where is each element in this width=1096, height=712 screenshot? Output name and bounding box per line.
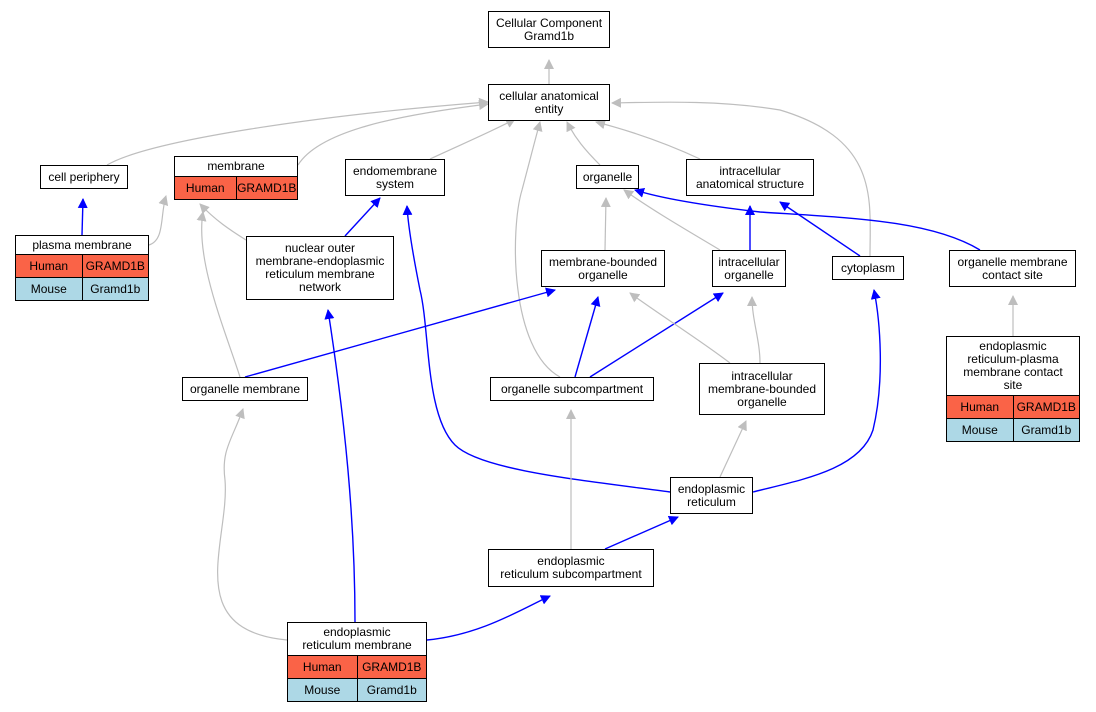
node-er-plasma-membrane-contact-site[interactable]: endoplasmic reticulum-plasma membrane co… xyxy=(946,336,1080,442)
node-title: membrane-bounded organelle xyxy=(548,254,658,282)
node-plasma-membrane[interactable]: plasma membrane Human GRAMD1B Mouse Gram… xyxy=(15,235,149,301)
node-organelle[interactable]: organelle xyxy=(576,165,639,189)
node-title: plasma membrane xyxy=(32,237,132,252)
node-membrane-bounded-organelle[interactable]: membrane-bounded organelle xyxy=(541,250,665,287)
node-organelle-membrane[interactable]: organelle membrane xyxy=(182,377,308,401)
node-title: organelle membrane xyxy=(189,381,301,396)
part-of-edge-er_subcomp-to-er xyxy=(604,516,679,550)
node-cell-periphery[interactable]: cell periphery xyxy=(40,165,128,189)
node-intracellular-anatomical-structure[interactable]: intracellular anatomical structure xyxy=(686,159,814,196)
node-title: endoplasmic reticulum subcompartment xyxy=(500,554,642,581)
is-a-edge-cell_periphery-to-cae xyxy=(106,97,489,166)
part-of-edge-er-to-endomembrane xyxy=(402,205,671,493)
species-cell: Human xyxy=(947,396,1013,418)
node-intracellular-membrane-bounded-organelle[interactable]: intracellular membrane-bounded organelle xyxy=(699,363,825,415)
mouse-gene-row: Mouse Gramd1b xyxy=(16,277,148,300)
part-of-edge-er-to-cytoplasm xyxy=(752,289,882,493)
is-a-edge-endomembrane-to-cae xyxy=(429,118,516,160)
node-title: cell periphery xyxy=(48,169,120,184)
node-endomembrane-system[interactable]: endomembrane system xyxy=(345,159,445,196)
node-title: intracellular anatomical structure xyxy=(695,163,805,191)
is-a-edge-imbo-to-intra_org xyxy=(747,296,761,364)
node-title: endomembrane system xyxy=(352,163,438,191)
edges-layer xyxy=(77,59,1018,641)
node-cytoplasm[interactable]: cytoplasm xyxy=(832,256,904,280)
node-title: intracellular membrane-bounded organelle xyxy=(707,368,817,409)
gene-cell: Gramd1b xyxy=(81,278,148,300)
node-organelle-membrane-contact-site[interactable]: organelle membrane contact site xyxy=(949,250,1076,287)
is-a-edge-org_membrane-to-membrane xyxy=(196,211,241,378)
node-title: organelle membrane contact site xyxy=(957,254,1068,282)
node-er-subcompartment[interactable]: endoplasmic reticulum subcompartment xyxy=(488,549,654,587)
node-title: organelle xyxy=(582,169,633,184)
node-title: membrane xyxy=(207,159,265,173)
part-of-edge-omcs-to-organelle xyxy=(634,187,981,251)
part-of-edge-plasma_membrane-to-cell_periphery xyxy=(77,198,88,236)
is-a-edge-membrane-to-cae xyxy=(297,100,489,166)
node-intracellular-organelle[interactable]: intracellular organelle xyxy=(712,250,786,287)
is-a-edge-mbo-to-organelle xyxy=(600,197,611,251)
part-of-edge-cytoplasm-to-intracellular_as xyxy=(779,201,861,257)
gene-cell: GRAMD1B xyxy=(81,255,148,277)
is-a-edge-imbo-to-mbo xyxy=(629,292,731,364)
part-of-edge-erm-to-nuclear_outer xyxy=(324,309,356,623)
node-title: endoplasmic reticulum membrane xyxy=(302,625,412,652)
is-a-edge-organelle-to-cae xyxy=(566,121,601,166)
is-a-edge-cytoplasm-to-cae xyxy=(611,97,871,257)
is-a-edge-org_subcomp-to-cae xyxy=(514,121,561,378)
is-a-edge-intracellular_as-to-cae xyxy=(595,119,701,160)
human-gene-row: Human GRAMD1B xyxy=(175,176,297,199)
part-of-edge-nuclear_outer-to-endomembrane xyxy=(344,197,381,237)
gene-cell: GRAMD1B xyxy=(235,177,297,199)
is-a-edge-plasma_membrane-to-membrane xyxy=(148,195,169,246)
species-cell: Mouse xyxy=(288,679,357,701)
is-a-edge-nuclear_outer-to-membrane xyxy=(199,203,247,241)
node-cellular-component-gramd1b[interactable]: Cellular Component Gramd1b xyxy=(488,11,610,48)
human-gene-row: Human GRAMD1B xyxy=(16,254,148,277)
node-title: endoplasmic reticulum xyxy=(677,481,746,509)
node-endoplasmic-reticulum[interactable]: endoplasmic reticulum xyxy=(670,477,753,514)
node-title: intracellular organelle xyxy=(718,254,780,282)
part-of-edge-org_subcomp-to-mbo xyxy=(574,296,601,378)
species-cell: Human xyxy=(16,255,82,277)
gene-cell: GRAMD1B xyxy=(1012,396,1079,418)
node-cellular-anatomical-entity[interactable]: cellular anatomical entity xyxy=(488,84,610,121)
is-a-edge-er-to-imbo xyxy=(719,420,747,478)
node-title: organelle subcompartment xyxy=(500,381,644,396)
node-title: Cellular Component Gramd1b xyxy=(495,15,603,43)
part-of-edge-erm-to-er_subcomp xyxy=(426,595,551,641)
human-gene-row: Human GRAMD1B xyxy=(288,655,426,678)
species-cell: Human xyxy=(288,656,357,678)
species-cell: Mouse xyxy=(16,278,82,300)
node-endoplasmic-reticulum-membrane[interactable]: endoplasmic reticulum membrane Human GRA… xyxy=(287,622,427,702)
is-a-edge-intra_org-to-organelle xyxy=(623,189,721,251)
part-of-edge-org_membrane-to-mbo xyxy=(244,287,556,378)
node-membrane[interactable]: membrane Human GRAMD1B xyxy=(174,156,298,200)
node-title: endoplasmic reticulum-plasma membrane co… xyxy=(963,339,1063,392)
species-cell: Human xyxy=(175,177,236,199)
part-of-edge-org_subcomp-to-intra_org xyxy=(589,292,724,378)
mouse-gene-row: Mouse Gramd1b xyxy=(947,418,1079,441)
gene-cell: GRAMD1B xyxy=(356,656,426,678)
mouse-gene-row: Mouse Gramd1b xyxy=(288,678,426,701)
node-title: nuclear outer membrane-endoplasmic retic… xyxy=(255,241,385,294)
node-nuclear-outer-membrane-er-network[interactable]: nuclear outer membrane-endoplasmic retic… xyxy=(246,236,394,300)
human-gene-row: Human GRAMD1B xyxy=(947,395,1079,418)
node-organelle-subcompartment[interactable]: organelle subcompartment xyxy=(490,377,654,401)
gene-cell: Gramd1b xyxy=(356,679,426,701)
node-title: cytoplasm xyxy=(840,260,896,275)
gene-cell: Gramd1b xyxy=(1012,419,1079,441)
node-title: cellular anatomical entity xyxy=(499,88,599,116)
species-cell: Mouse xyxy=(947,419,1013,441)
is-a-edge-erm-to-org_membrane xyxy=(217,408,288,641)
